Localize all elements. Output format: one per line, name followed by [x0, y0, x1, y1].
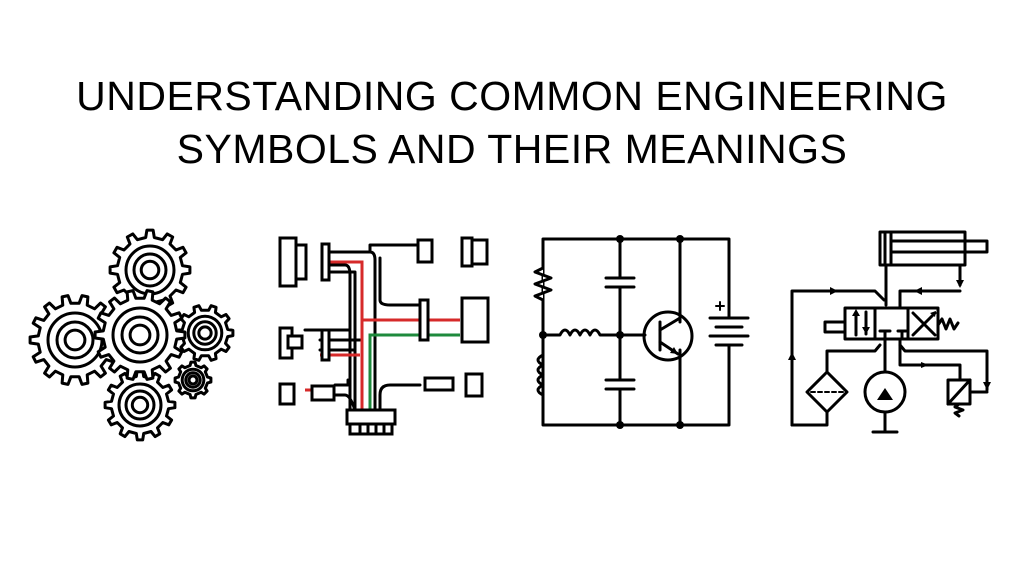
gear [103, 368, 177, 442]
gear-ring [139, 259, 161, 281]
gear-ring [117, 382, 163, 428]
gear-ring [124, 389, 156, 421]
gears-icon [28, 228, 235, 442]
gear-ring [187, 374, 199, 386]
gear-ring [184, 371, 202, 389]
hydraulic-circuit-icon [788, 230, 991, 434]
title-line-2: SYMBOLS AND THEIR MEANINGS [176, 126, 848, 172]
title-line-1: UNDERSTANDING COMMON ENGINEERING [76, 73, 948, 119]
gear-ring [55, 320, 95, 360]
gear-ring [63, 328, 87, 352]
gear-ring [130, 395, 150, 415]
gear-ring [128, 323, 152, 347]
gear-ring [186, 314, 224, 352]
gear [93, 289, 187, 381]
gear-ring [120, 315, 160, 355]
gear-ring [111, 306, 169, 364]
gear-ring [197, 325, 213, 341]
gear-ring [192, 320, 218, 346]
gear [173, 360, 213, 400]
wiring-harness-icon [278, 236, 490, 436]
gear-ring [132, 252, 168, 288]
gear-ring [180, 367, 206, 393]
electronic-circuit-icon [533, 235, 750, 429]
